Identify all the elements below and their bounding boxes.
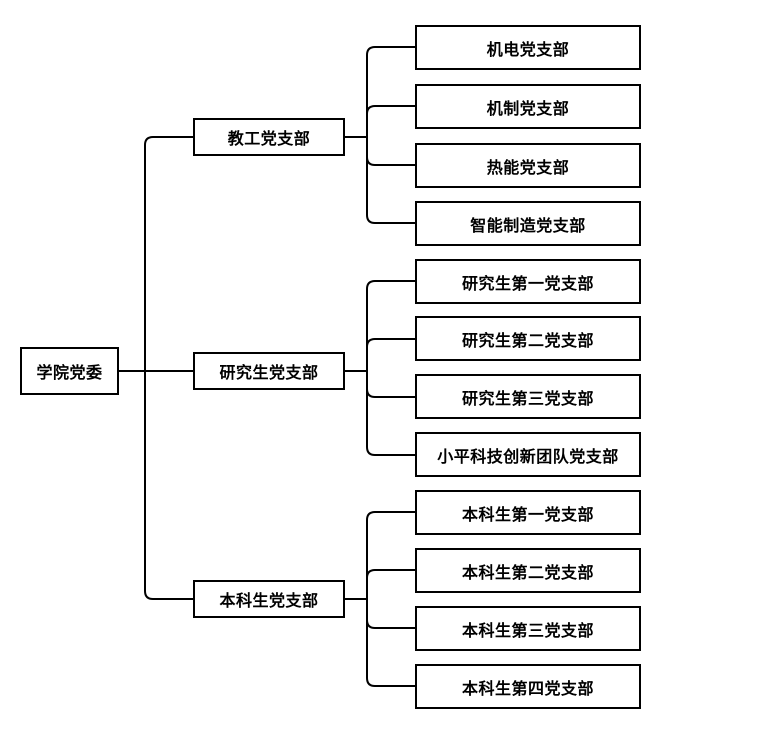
edge-branch-2-child-2 [366, 599, 415, 629]
node-leaf-teaching-1-label: 机制党支部 [486, 98, 570, 118]
node-leaf-teaching-3-label: 智能制造党支部 [470, 215, 586, 235]
edge-branch-0-child-0 [366, 46, 415, 137]
node-leaf-graduate-1-label: 研究生第二党支部 [461, 330, 594, 350]
edge-branch-0-child-1 [366, 105, 415, 137]
edge-trunk-to-branch-0 [144, 136, 193, 371]
node-root[interactable]: 学院党委 [20, 347, 119, 395]
edge-branch-2-child-1 [366, 569, 415, 599]
node-leaf-undergraduate-3-label: 本科生第四党支部 [461, 678, 594, 698]
edge-branch-1-child-3 [366, 371, 415, 456]
node-leaf-undergraduate-0-label: 本科生第一党支部 [461, 504, 594, 524]
node-branch-undergraduate-label: 本科生党支部 [219, 591, 319, 610]
node-leaf-undergraduate-2-label: 本科生第三党支部 [461, 620, 594, 640]
node-leaf-undergraduate-3[interactable]: 本科生第四党支部 [415, 664, 641, 709]
node-leaf-teaching-3[interactable]: 智能制造党支部 [415, 201, 641, 246]
node-leaf-graduate-2[interactable]: 研究生第三党支部 [415, 374, 641, 419]
node-leaf-graduate-3-label: 小平科技创新团队党支部 [437, 446, 619, 466]
node-leaf-undergraduate-1[interactable]: 本科生第二党支部 [415, 548, 641, 593]
edge-branch-1-child-2 [366, 371, 415, 398]
node-branch-teaching-staff-label: 教工党支部 [227, 129, 311, 148]
node-leaf-graduate-3[interactable]: 小平科技创新团队党支部 [415, 432, 641, 477]
edge-branch-0-child-3 [366, 137, 415, 224]
node-branch-graduate[interactable]: 研究生党支部 [193, 352, 345, 390]
node-leaf-teaching-2[interactable]: 热能党支部 [415, 143, 641, 188]
edge-branch-0-child-2 [366, 137, 415, 166]
node-leaf-teaching-0-label: 机电党支部 [486, 39, 570, 59]
node-branch-graduate-label: 研究生党支部 [219, 363, 319, 382]
node-root-label: 学院党委 [36, 363, 103, 382]
edge-branch-2-child-0 [366, 511, 415, 599]
node-branch-teaching-staff[interactable]: 教工党支部 [193, 118, 345, 156]
node-branch-undergraduate[interactable]: 本科生党支部 [193, 580, 345, 618]
node-leaf-undergraduate-1-label: 本科生第二党支部 [461, 562, 594, 582]
node-leaf-teaching-1[interactable]: 机制党支部 [415, 84, 641, 129]
node-leaf-graduate-0[interactable]: 研究生第一党支部 [415, 259, 641, 304]
edge-branch-2-child-3 [366, 599, 415, 687]
node-leaf-graduate-0-label: 研究生第一党支部 [461, 273, 594, 293]
edge-branch-1-child-0 [366, 280, 415, 371]
node-leaf-graduate-1[interactable]: 研究生第二党支部 [415, 316, 641, 361]
node-leaf-undergraduate-0[interactable]: 本科生第一党支部 [415, 490, 641, 535]
node-leaf-graduate-2-label: 研究生第三党支部 [461, 388, 594, 408]
edge-branch-1-child-1 [366, 338, 415, 371]
node-leaf-teaching-2-label: 热能党支部 [486, 157, 570, 177]
node-leaf-undergraduate-2[interactable]: 本科生第三党支部 [415, 606, 641, 651]
edge-trunk-to-branch-2 [144, 371, 193, 600]
node-leaf-teaching-0[interactable]: 机电党支部 [415, 25, 641, 70]
